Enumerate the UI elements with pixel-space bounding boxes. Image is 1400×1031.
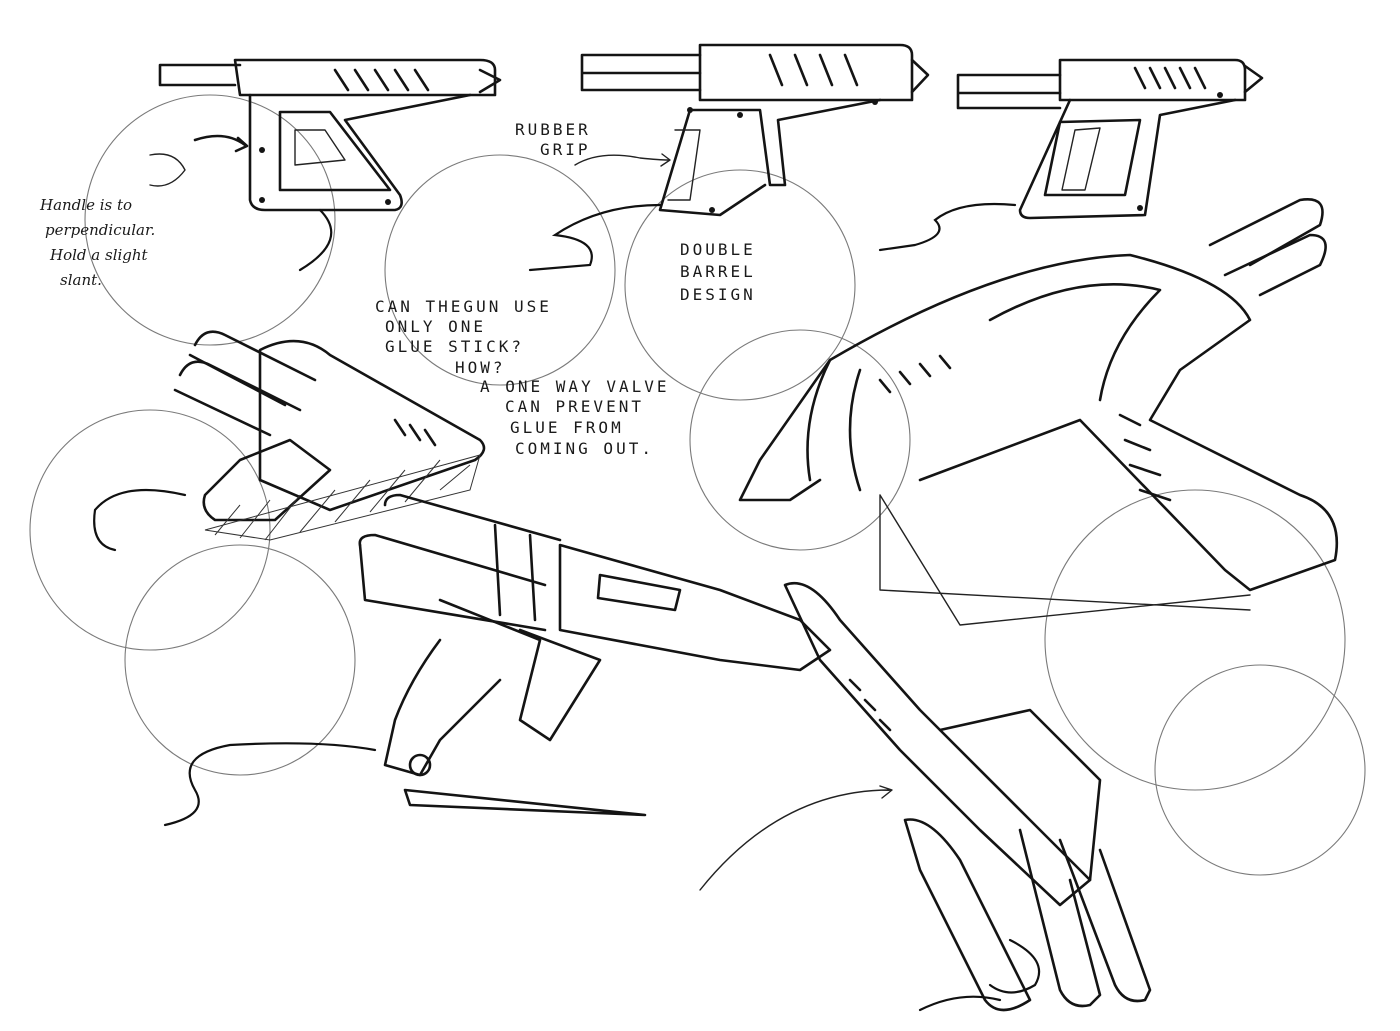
double-barrel-line-1: DOUBLE	[680, 240, 756, 259]
valve-line-3: GLUE FROM	[510, 418, 624, 437]
glue-gun-sketch-7	[699, 581, 1152, 1012]
question-line-1: CAN THEGUN USE	[375, 297, 552, 316]
handle-note-line-2: perpendicular.	[45, 221, 155, 239]
question-line-3: GLUE STICK?	[385, 337, 524, 356]
annotation-rubber-grip: RUBBER GRIP	[515, 120, 591, 159]
annotation-handle: Handle is to perpendicular. Hold a sligh…	[39, 196, 155, 289]
annotation-valve: A ONE WAY VALVE CAN PREVENT GLUE FROM CO…	[480, 377, 670, 458]
handle-note-line-1: Handle is to	[39, 196, 132, 214]
construction-circles	[29, 94, 1366, 876]
double-barrel-line-2: BARREL	[680, 262, 756, 281]
glue-gun-sketch-2	[528, 43, 930, 272]
annotation-question: CAN THEGUN USE ONLY ONE GLUE STICK? HOW?	[375, 297, 552, 377]
glue-gun-sketch-1	[149, 58, 502, 272]
rubber-grip-line-1: RUBBER	[515, 120, 591, 139]
valve-line-1: A ONE WAY VALVE	[480, 377, 670, 396]
glue-gun-sketch-6	[163, 493, 832, 827]
glue-gun-sketch-4	[93, 330, 486, 552]
glue-gun-sketch-3	[878, 58, 1264, 252]
glue-gun-sketch-5	[738, 197, 1339, 626]
valve-line-4: COMING OUT.	[515, 439, 654, 458]
rubber-grip-line-2: GRIP	[540, 140, 591, 159]
handle-note-line-4: slant.	[60, 271, 102, 289]
valve-line-2: CAN PREVENT	[505, 397, 644, 416]
annotation-double-barrel: DOUBLE BARREL DESIGN	[680, 240, 756, 304]
double-barrel-line-3: DESIGN	[680, 285, 756, 304]
question-line-4: HOW?	[455, 358, 506, 377]
question-line-2: ONLY ONE	[385, 317, 486, 336]
handle-note-line-3: Hold a slight	[49, 246, 149, 264]
